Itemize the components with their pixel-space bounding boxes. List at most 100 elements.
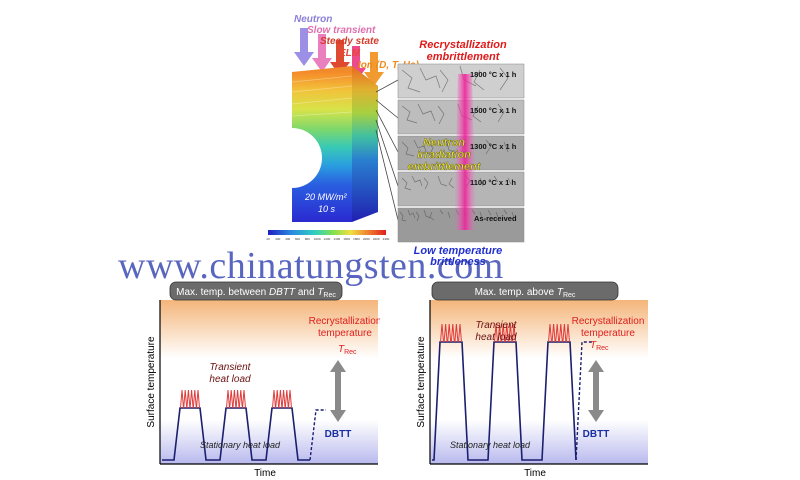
- right-gap-arrow: [588, 360, 604, 422]
- label-elm: ELM: [339, 48, 361, 59]
- transient-spike: [558, 323, 563, 343]
- r-recryst-line-1: temperature: [581, 328, 635, 339]
- colorbar-tick: 2000: [363, 237, 370, 241]
- curve-continuation: [309, 409, 326, 461]
- pointer-lines: [375, 79, 399, 221]
- heat-flux-label: 20 MW/m²: [304, 192, 348, 202]
- left-ylabel: Surface temperature: [146, 336, 157, 428]
- transient-spike: [443, 323, 448, 343]
- duration-label: 10 s: [318, 204, 336, 214]
- label-neutron: Neutron: [294, 14, 332, 25]
- right-ylabel: Surface temperature: [416, 336, 427, 428]
- right-panel: Max. temp. above TRec Surface temperatur…: [416, 281, 648, 479]
- right-trec-label: TRec: [590, 340, 609, 352]
- transient-spike: [238, 389, 243, 409]
- colorbar-tick: 1800: [353, 237, 360, 241]
- left-panel: Max. temp. between DBTT and TRec Surface…: [146, 281, 380, 479]
- transient-spike: [180, 389, 184, 409]
- t-neutron-line-0: Neutron: [423, 137, 465, 149]
- colorbar-tick: 400: [285, 237, 290, 241]
- transient-spike: [454, 323, 459, 343]
- colorbar-tick: 20: [266, 237, 270, 241]
- left-temperature-curve: [162, 389, 326, 461]
- left-header: Max. temp. between DBTT and TRec: [176, 287, 336, 299]
- right-stationary-label: Stationary heat load: [450, 440, 531, 450]
- label-slow-transient: Slow transient: [307, 25, 376, 36]
- transient-spike: [508, 323, 513, 343]
- left-dbtt-label: DBTT: [325, 429, 352, 440]
- arrow-ion: [364, 52, 384, 86]
- transient-spike: [504, 323, 509, 343]
- top-illustration: Neutron Slow transient Steady state ELM …: [266, 14, 525, 268]
- right-header-box: [431, 281, 619, 301]
- heat-load-curve: [432, 341, 577, 461]
- transient-spike: [497, 323, 502, 343]
- left-xlabel: Time: [254, 468, 276, 479]
- transient-spike: [440, 323, 444, 343]
- colorbar-tick: 200: [275, 237, 280, 241]
- transient-spike: [183, 389, 188, 409]
- transient-spike: [551, 323, 556, 343]
- micro-label-as-received: As-received: [474, 214, 517, 223]
- transient-spike: [278, 389, 283, 409]
- r-recryst-line-0: Recrystallization: [572, 316, 645, 327]
- transient-spike: [242, 389, 246, 409]
- transient-spike: [548, 323, 552, 343]
- left-trec-label: TRec: [338, 344, 357, 356]
- t-lowtemp-line-1: brittleness: [430, 256, 486, 268]
- transient-spike: [229, 389, 234, 409]
- transient-spike: [192, 389, 197, 409]
- transient-spike: [232, 389, 237, 409]
- embrittlement-beam: [454, 74, 476, 230]
- monoblock-simulation: 20 MW/m² 10 s: [291, 66, 378, 222]
- micro-label-1500: 1500 °C x 1 h: [470, 106, 517, 115]
- transient-spike: [281, 389, 286, 409]
- arrow-slow-transient: [312, 34, 332, 72]
- micro-label-1800: 1800 °C x 1 h: [470, 70, 517, 79]
- transient-spike: [226, 389, 230, 409]
- watermark: www.chinatungsten.com: [118, 245, 504, 287]
- r-transient-line-0: Transient: [476, 320, 518, 331]
- colorbar-tick: 600: [295, 237, 300, 241]
- label-ion: Ion (D, T, He): [358, 60, 420, 71]
- transient-spike: [196, 389, 200, 409]
- transient-spike: [501, 323, 506, 343]
- transient-spike: [235, 389, 240, 409]
- t-recryst-line-1: embrittlement: [427, 51, 501, 63]
- transient-spike: [272, 389, 276, 409]
- right-header: Max. temp. above TRec: [475, 287, 576, 299]
- transient-spike: [555, 323, 560, 343]
- t-recryst-line-0: Recrystallization: [419, 39, 507, 51]
- l-transient-line-0: Transient: [210, 362, 252, 373]
- transient-spike: [562, 323, 567, 343]
- colorbar-tick: 2200: [373, 237, 380, 241]
- transient-spike: [275, 389, 280, 409]
- colorbar-tick: 1400: [333, 237, 340, 241]
- transient-spike: [288, 389, 292, 409]
- r-transient-line-1: heat load: [475, 332, 517, 343]
- transient-spike: [189, 389, 194, 409]
- colorbar-tick: 1000: [314, 237, 321, 241]
- l-recryst-line-1: temperature: [318, 328, 372, 339]
- t-neutron-line-1: irradiation: [417, 149, 471, 161]
- right-dbtt-label: DBTT: [583, 429, 610, 440]
- t-neutron-line-2: embrittlement: [408, 161, 482, 173]
- right-xlabel: Time: [524, 468, 546, 479]
- transient-spike: [566, 323, 570, 343]
- colorbar-tick: 2400: [383, 237, 390, 241]
- micro-label-1300: 1300 °C x 1 h: [470, 142, 517, 151]
- transient-spike: [458, 323, 462, 343]
- left-stationary-label: Stationary heat load: [200, 440, 281, 450]
- transient-spike: [186, 389, 191, 409]
- transient-spike: [447, 323, 452, 343]
- transient-spike: [494, 323, 498, 343]
- transient-spike: [512, 323, 516, 343]
- right-temperature-curve: [432, 323, 592, 461]
